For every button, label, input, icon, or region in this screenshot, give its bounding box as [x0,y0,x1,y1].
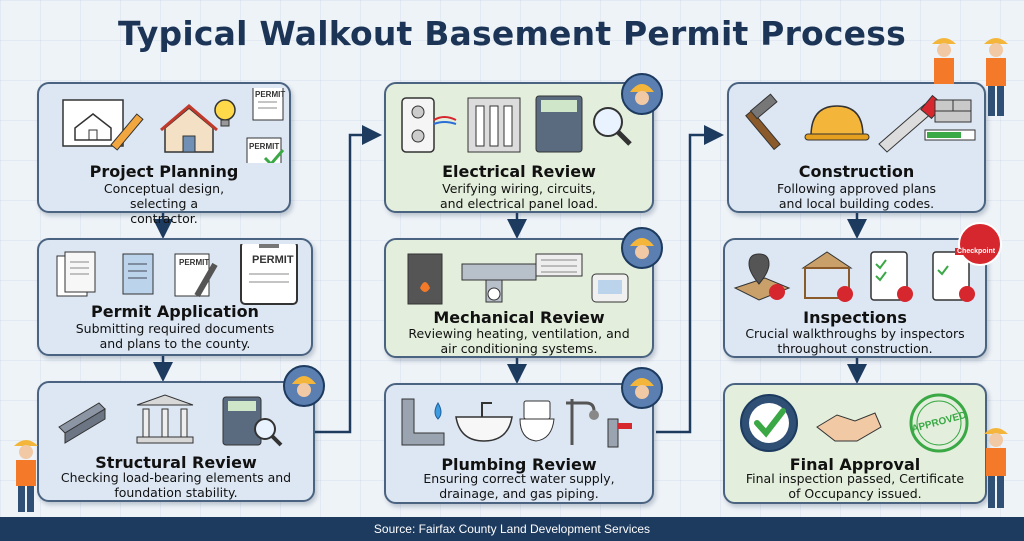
step-plumbing-review: Plumbing Review Ensuring correct water s… [384,383,654,504]
mechanical-icons [407,253,629,305]
step-title: Construction [798,162,915,181]
step-description: Final inspection passed, Certificate of … [745,471,965,501]
permit-clipboard-icon [240,244,298,305]
step-description: Conceptual design, selecting a contracto… [103,181,225,226]
step-title: Final Approval [789,455,921,474]
step-description: Verifying wiring, circuits, and electric… [439,181,599,211]
step-title: Structural Review [95,453,257,472]
step-inspections: Inspections Crucial walkthroughs by insp… [723,238,987,358]
step-final-approval: APPROVED Final Approval Final inspection… [723,383,987,504]
step-title: Electrical Review [442,162,596,181]
inspector-avatar-structural [283,365,325,407]
step-electrical-review: Electrical Review Verifying wiring, circ… [384,82,654,213]
water-drop-icon [434,402,442,420]
step-description: Checking load-bearing elements and found… [60,470,292,500]
permit-clipboard-icon [252,88,284,121]
panel-icon [467,97,521,153]
step-title: Mechanical Review [433,308,605,327]
magnifier-icon [254,418,283,447]
step-title: Permit Application [91,302,259,321]
worker-figure-bottom-right [984,428,1008,508]
vent-icon [535,253,583,277]
worker-figure-top-right [932,38,1008,116]
step-description: Ensuring correct water supply, drainage,… [423,471,615,501]
construction-icons [745,93,976,153]
application-icons [56,244,298,305]
sink-icon [455,402,513,442]
furnace-icon [407,253,443,305]
step-title: Inspections [803,308,907,327]
pipes-icon [401,398,445,446]
checklist-icon [870,251,913,302]
permit-scroll-icon [246,137,285,163]
step-description: Submitting required documents and plans … [75,321,275,351]
arrow-plumbing-to-construction [656,125,724,434]
checkpoint-label: Checkpoint [955,248,998,255]
inspector-avatar-mechanical [621,227,663,269]
outlet-icon [401,97,435,153]
permit-label-form: PERMIT [179,258,210,267]
step-structural-review: Structural Review Checking load-bearing … [37,381,315,502]
worker-figure-left [14,440,38,512]
check-seal-icon [740,394,798,452]
shower-icon [566,399,599,445]
hammer-wrench-icon [745,93,781,151]
step-project-planning: PERMIT PERMIT Project Planning Conceptua… [37,82,291,226]
hard-hat-icon [804,105,870,141]
pencil-icon [110,113,144,151]
ductwork-icon [461,263,537,303]
bricks-icon [934,99,972,123]
planning-icons [62,88,285,163]
progress-bar-icon [924,129,976,141]
inspector-avatar-plumbing [621,367,663,409]
thermostat-icon [591,273,629,303]
step-construction: Construction Following approved plans an… [727,82,986,213]
checklist-checkpoint-icon [932,251,975,302]
toilet-icon [519,400,555,442]
step-title: Project Planning [89,162,239,181]
permit-label-bottom: PERMIT [249,142,280,151]
plumbing-icons [401,398,632,448]
house-icon [160,104,218,153]
step-permit-application: PERMIT PERMIT Permit Application Submitt… [37,238,313,356]
permit-label-top: PERMIT [255,90,286,99]
handshake-icon [816,412,882,442]
framing-icon [801,251,853,302]
lightbulb-icon [214,99,236,127]
inspections-icons [733,251,975,302]
documents-icon [56,251,96,297]
permit-label-clipboard: PERMIT [252,254,294,266]
permit-form-icon [174,253,218,298]
structural-icons [58,394,283,447]
calculator-icon [222,396,262,446]
approved-stamp-icon [909,393,969,453]
magnifier-icon [593,107,632,146]
step-description: Reviewing heating, ventilation, and air … [408,326,630,356]
columns-icon [136,394,194,444]
blueprint-icon [62,99,124,147]
step-title: Plumbing Review [441,455,597,474]
source-footer: Source: Fairfax County Land Development … [0,517,1024,541]
approval-icons [740,393,969,453]
gas-valve-icon [607,418,632,448]
wires-icon [433,116,457,125]
arrow-structural-to-electrical [315,125,382,434]
electrical-icons [401,95,632,153]
step-description: Following approved plans and local build… [776,181,937,211]
step-mechanical-review: Mechanical Review Reviewing heating, ven… [384,238,654,358]
inspector-avatar-electrical [621,73,663,115]
file-icon [122,253,154,295]
step-description: Crucial walkthroughs by inspectors throu… [745,326,965,356]
site-location-icon [733,253,791,301]
checkpoint-badge [958,222,1002,266]
page-title: Typical Walkout Basement Permit Process [118,14,906,53]
steel-beam-icon [58,402,106,444]
calculator-icon [535,95,583,153]
